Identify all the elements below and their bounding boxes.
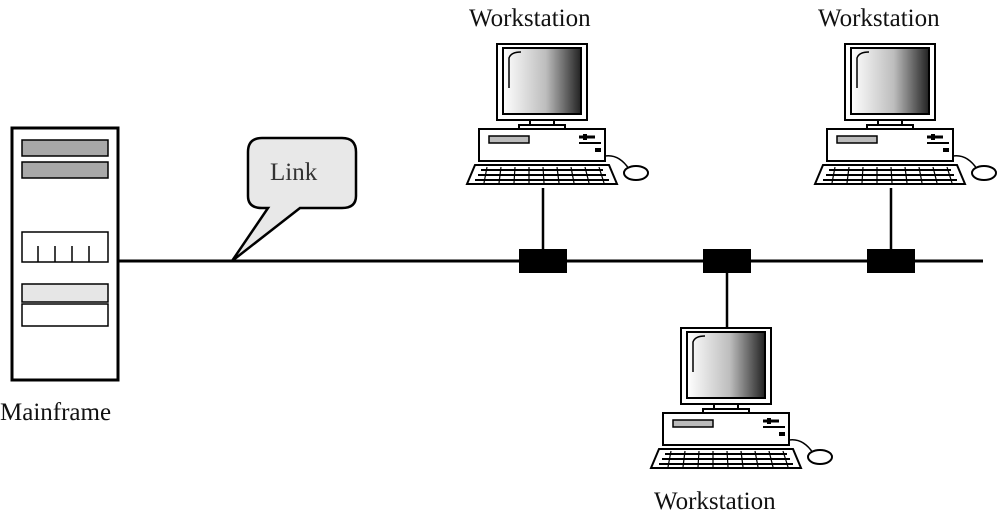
workstation-computer-icon [649, 326, 834, 470]
link-callout-icon [230, 136, 358, 262]
workstation-computer-icon [465, 42, 650, 186]
connector-icon [703, 249, 751, 273]
workstation-label: Workstation [469, 5, 591, 32]
mainframe-label: Mainframe [0, 399, 112, 426]
workstation-computer-icon [813, 42, 998, 186]
link-label: Link [270, 159, 318, 186]
workstation-label: Workstation [818, 5, 940, 32]
workstation-label: Workstation [654, 488, 776, 515]
connector-icon [519, 249, 567, 273]
mainframe-server-icon [10, 126, 120, 382]
connector-icon [867, 249, 915, 273]
